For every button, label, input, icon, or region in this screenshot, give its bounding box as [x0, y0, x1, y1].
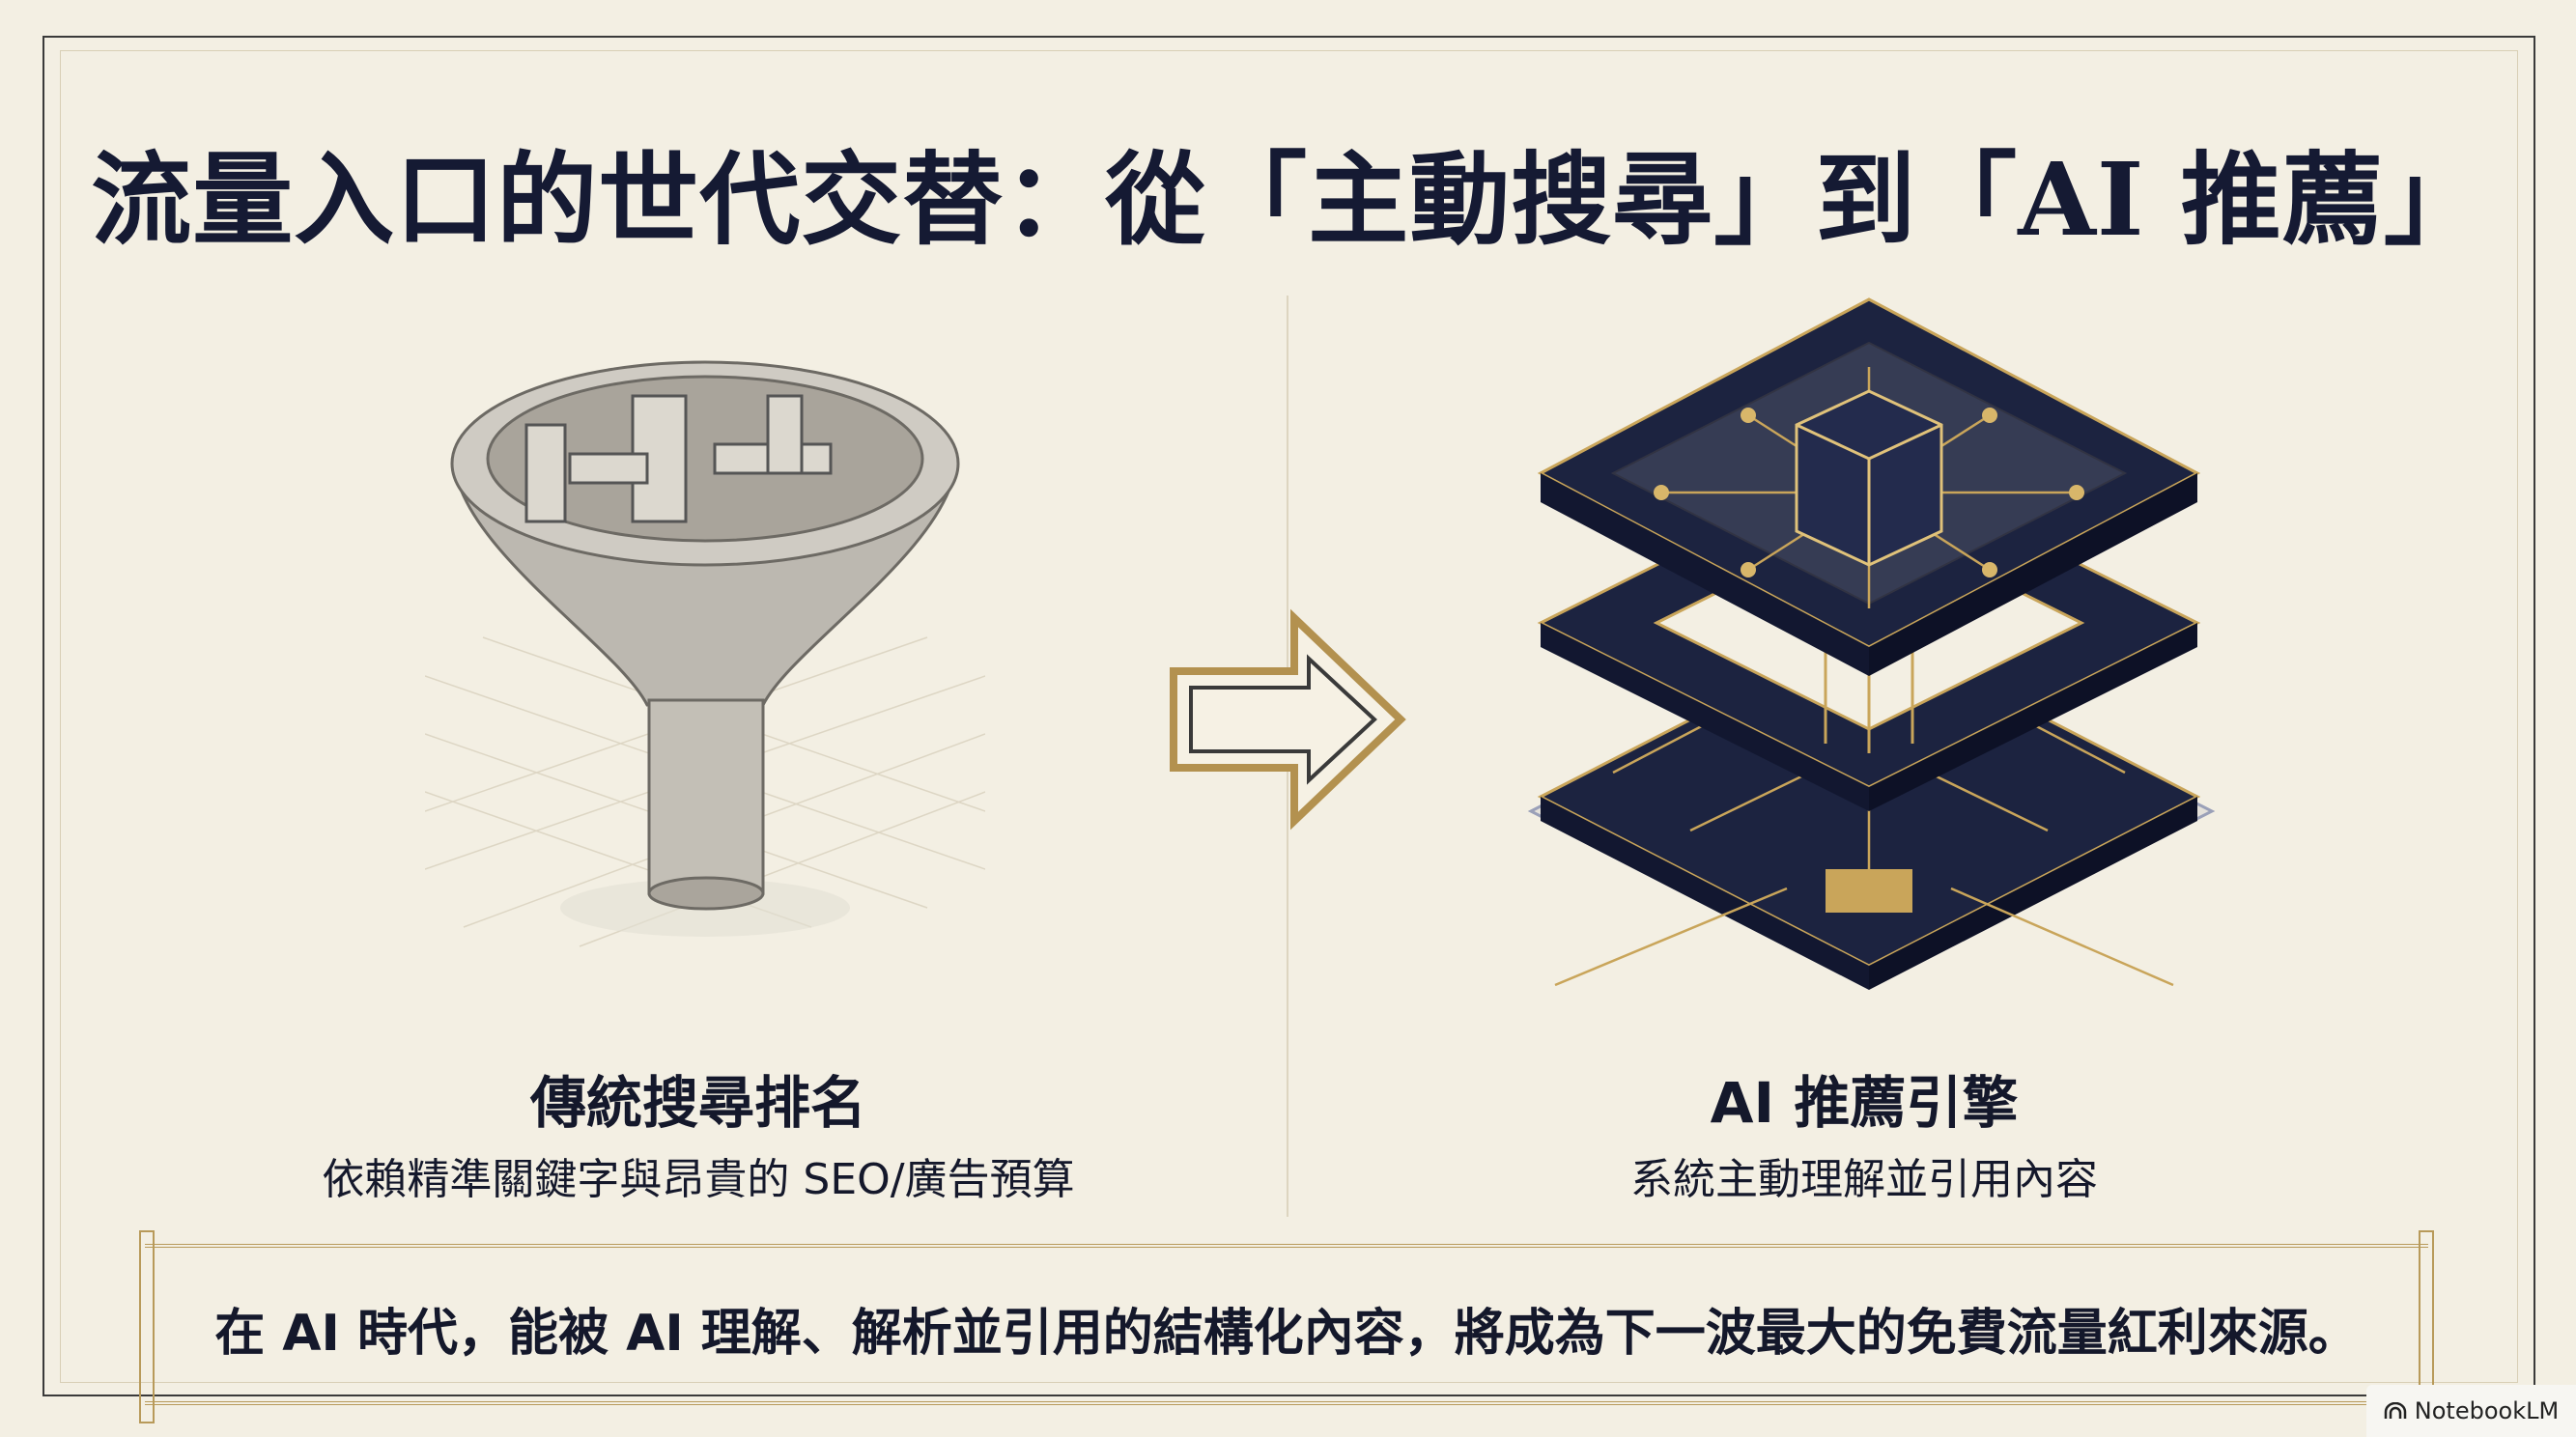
- ai-engine-stack-icon: [1527, 297, 2216, 990]
- funnel-icon: [425, 360, 985, 947]
- arrow-right-icon: [1170, 608, 1406, 831]
- top-layer: [1537, 297, 2201, 676]
- notebooklm-badge: NotebookLM: [2366, 1385, 2576, 1437]
- notebooklm-logo-icon: [2384, 1402, 2407, 1419]
- banner-text: 在 AI 時代，能被 AI 理解、解析並引用的結構化內容，將成為下一波最大的免費…: [214, 1305, 2359, 1363]
- left-heading: 傳統搜尋排名: [529, 1070, 866, 1136]
- right-label: AI 推薦引擎 系統主動理解並引用內容: [1381, 1057, 2347, 1206]
- left-label: 傳統搜尋排名 依賴精準關鍵字與昂貴的 SEO/廣告預算: [215, 1057, 1181, 1206]
- outer-frame: [42, 36, 2535, 1396]
- notebooklm-label: NotebookLM: [2414, 1397, 2560, 1424]
- conclusion-banner: 在 AI 時代，能被 AI 理解、解析並引用的結構化內容，將成為下一波最大的免費…: [139, 1230, 2434, 1423]
- right-subtitle: 系統主動理解並引用內容: [1630, 1155, 2098, 1204]
- page-title: 流量入口的世代交替：從「主動搜尋」到「AI 推薦」: [91, 140, 2485, 259]
- left-subtitle: 依賴精準關鍵字與昂貴的 SEO/廣告預算: [322, 1155, 1075, 1204]
- right-heading: AI 推薦引擎: [1710, 1070, 2019, 1136]
- inner-frame: [60, 50, 2518, 1383]
